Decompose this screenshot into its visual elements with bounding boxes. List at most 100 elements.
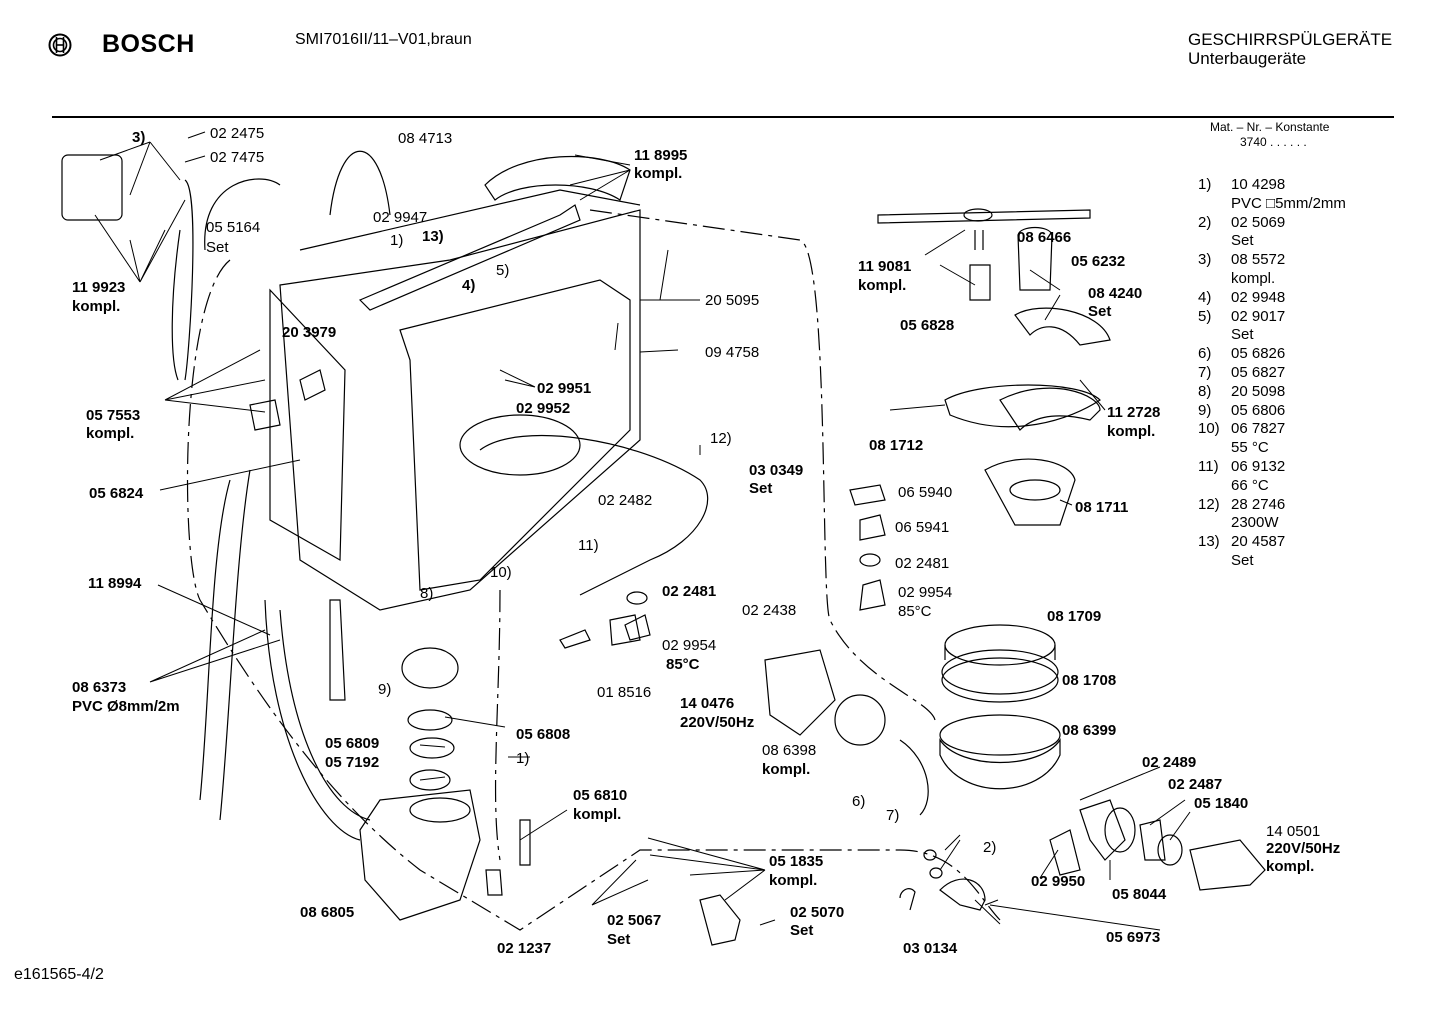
callout-13: 13)	[422, 228, 444, 245]
part-025067: 02 5067	[607, 912, 661, 929]
part-029954-right-temp: 85°C	[898, 603, 932, 620]
legend-part: 28 2746	[1231, 495, 1286, 513]
part-118994: 11 8994	[88, 575, 142, 592]
legend-detail: Set	[1231, 326, 1254, 344]
part-140501-kompl: kompl.	[1266, 858, 1314, 875]
legend-number: 2)	[1198, 213, 1212, 231]
part-029951: 02 9951	[537, 380, 591, 397]
part-056808: 05 6808	[516, 726, 570, 743]
legend-number: 10)	[1198, 420, 1220, 438]
part-119081-kompl: kompl.	[858, 277, 906, 294]
legend-detail: Set	[1231, 232, 1254, 250]
legend-part: 02 9017	[1231, 307, 1286, 325]
part-055164: 05 5164	[206, 219, 260, 236]
part-051835-kompl: kompl.	[769, 872, 817, 889]
part-086398-kompl: kompl.	[762, 761, 810, 778]
callout-11: 11)	[578, 537, 599, 554]
header-brand: BOSCH	[48, 30, 195, 59]
part-022438: 02 2438	[742, 602, 796, 619]
legend-row: 8)20 5098	[1198, 383, 1346, 402]
legend-row: 55 °C	[1198, 439, 1346, 458]
legend-row: 7)05 6827	[1198, 364, 1346, 383]
part-118995-kompl: kompl.	[634, 165, 682, 182]
legend-number: 12)	[1198, 495, 1220, 513]
legend-row: 13)20 4587	[1198, 533, 1346, 552]
part-086373: 08 6373	[72, 679, 126, 696]
callout-12: 12)	[710, 430, 732, 447]
legend-part: 05 6826	[1231, 345, 1286, 363]
legend-detail: 2300W	[1231, 514, 1279, 532]
legend-detail: 55 °C	[1231, 439, 1269, 457]
footnote-legend: 1)10 4298 PVC □5mm/2mm 2)02 5069 Set 3)0…	[1198, 176, 1346, 571]
legend-number: 1)	[1198, 176, 1212, 193]
legend-detail: kompl.	[1231, 269, 1276, 287]
legend-row: 12) 28 2746	[1198, 496, 1346, 515]
legend-part: 05 6827	[1231, 363, 1286, 381]
callout-4: 4)	[462, 277, 475, 294]
callout-10: 10)	[490, 564, 512, 581]
legend-row: 9)05 6806	[1198, 402, 1346, 421]
part-022489: 02 2489	[1142, 754, 1196, 771]
legend-number: 3)	[1198, 251, 1212, 269]
legend-row: Set	[1198, 326, 1346, 345]
legend-number: 6)	[1198, 345, 1212, 363]
part-094758: 09 4758	[705, 344, 759, 361]
legend-row: PVC □5mm/2mm	[1198, 195, 1346, 214]
part-022482: 02 2482	[598, 492, 652, 509]
part-030349: 03 0349	[749, 462, 803, 479]
legend-part: 06 7827	[1231, 420, 1286, 438]
part-056810-kompl: kompl.	[573, 806, 621, 823]
part-056824: 05 6824	[89, 485, 144, 502]
part-055164-set: Set	[206, 239, 229, 256]
part-051835: 05 1835	[769, 853, 823, 870]
part-056809: 05 6809	[325, 735, 379, 752]
part-051840: 05 1840	[1194, 795, 1248, 812]
part-022487: 02 2487	[1168, 776, 1222, 793]
part-030349-set: Set	[749, 480, 772, 497]
legend-part: 08 5572	[1231, 251, 1286, 269]
part-140501-spec: 220V/50Hz	[1266, 840, 1340, 857]
part-025070: 02 5070	[790, 904, 844, 921]
part-086399: 08 6399	[1062, 722, 1116, 739]
callout-1-bottom: 1)	[516, 750, 529, 767]
part-029952: 02 9952	[516, 400, 570, 417]
part-056828: 05 6828	[900, 317, 954, 334]
legend-row: 2300W	[1198, 514, 1346, 533]
legend-row: Set	[1198, 232, 1346, 251]
category-line-2: Unterbaugeräte	[1188, 49, 1307, 68]
part-084240-set: Set	[1088, 303, 1111, 320]
callout-2: 2)	[983, 839, 996, 856]
part-057192: 05 7192	[325, 754, 379, 771]
part-065940: 06 5940	[898, 484, 952, 501]
part-140476: 14 0476	[680, 695, 734, 712]
part-118995: 11 8995	[634, 147, 687, 164]
callout-7: 7)	[886, 807, 899, 824]
part-021237: 02 1237	[497, 940, 551, 957]
legend-number: 4)	[1198, 288, 1212, 306]
drawing-reference: e161565-4/2	[14, 966, 104, 983]
part-022481-right: 02 2481	[895, 555, 949, 572]
part-056232: 05 6232	[1071, 253, 1125, 270]
part-029954-right: 02 9954	[898, 584, 952, 601]
legend-row: kompl.	[1198, 270, 1346, 289]
legend-detail: 66 °C	[1231, 476, 1269, 494]
part-081712: 08 1712	[869, 437, 923, 454]
header-rule	[52, 116, 1394, 118]
part-086398: 08 6398	[762, 742, 816, 759]
legend-row: 66 °C	[1198, 477, 1346, 496]
part-084713: 08 4713	[398, 130, 452, 147]
legend-part: 20 4587	[1231, 533, 1286, 551]
constants-heading: Mat. – Nr. – Konstante	[1210, 120, 1330, 134]
part-205095: 20 5095	[705, 292, 759, 309]
part-058044: 05 8044	[1112, 886, 1167, 903]
part-081708: 08 1708	[1062, 672, 1116, 689]
legend-row: 2)02 5069	[1198, 214, 1346, 233]
legend-row: 11)06 9132	[1198, 458, 1346, 477]
part-018516: 01 8516	[597, 684, 651, 701]
legend-part: 05 6806	[1231, 401, 1286, 419]
category-line-1: GESCHIRRSPÜLGERÄTE	[1188, 30, 1393, 49]
part-056810: 05 6810	[573, 787, 627, 804]
part-112728: 11 2728	[1107, 404, 1160, 421]
part-086373-spec: PVC Ø8mm/2m	[72, 698, 180, 715]
part-022481: 02 2481	[662, 583, 716, 600]
